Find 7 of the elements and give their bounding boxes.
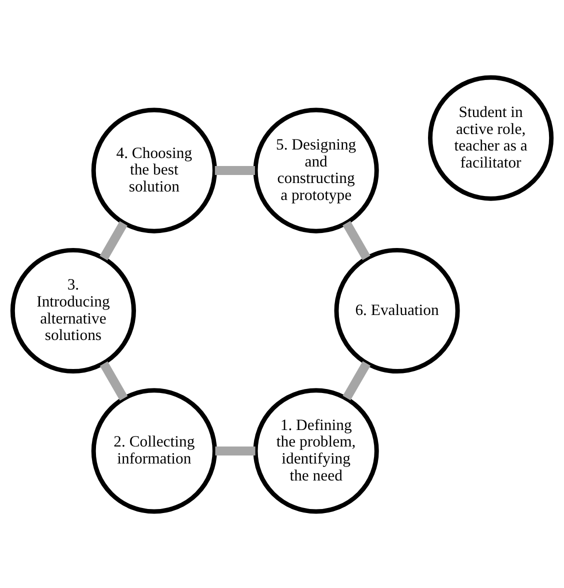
node-circle: 3. Introducing alternative solutions — [10, 247, 136, 374]
node-circle: 5. Designing and constructing a prototype — [253, 107, 379, 233]
node-circle: 4. Choosing the best solution — [91, 107, 217, 233]
node-circle: Student in active role, teacher as a facilitator — [428, 74, 554, 200]
node-circle: 1. Defining the problem, identifying the need — [253, 388, 379, 514]
node-circle: 2. Collecting information — [91, 388, 217, 514]
node-circle: 6. Evaluation — [334, 247, 460, 374]
